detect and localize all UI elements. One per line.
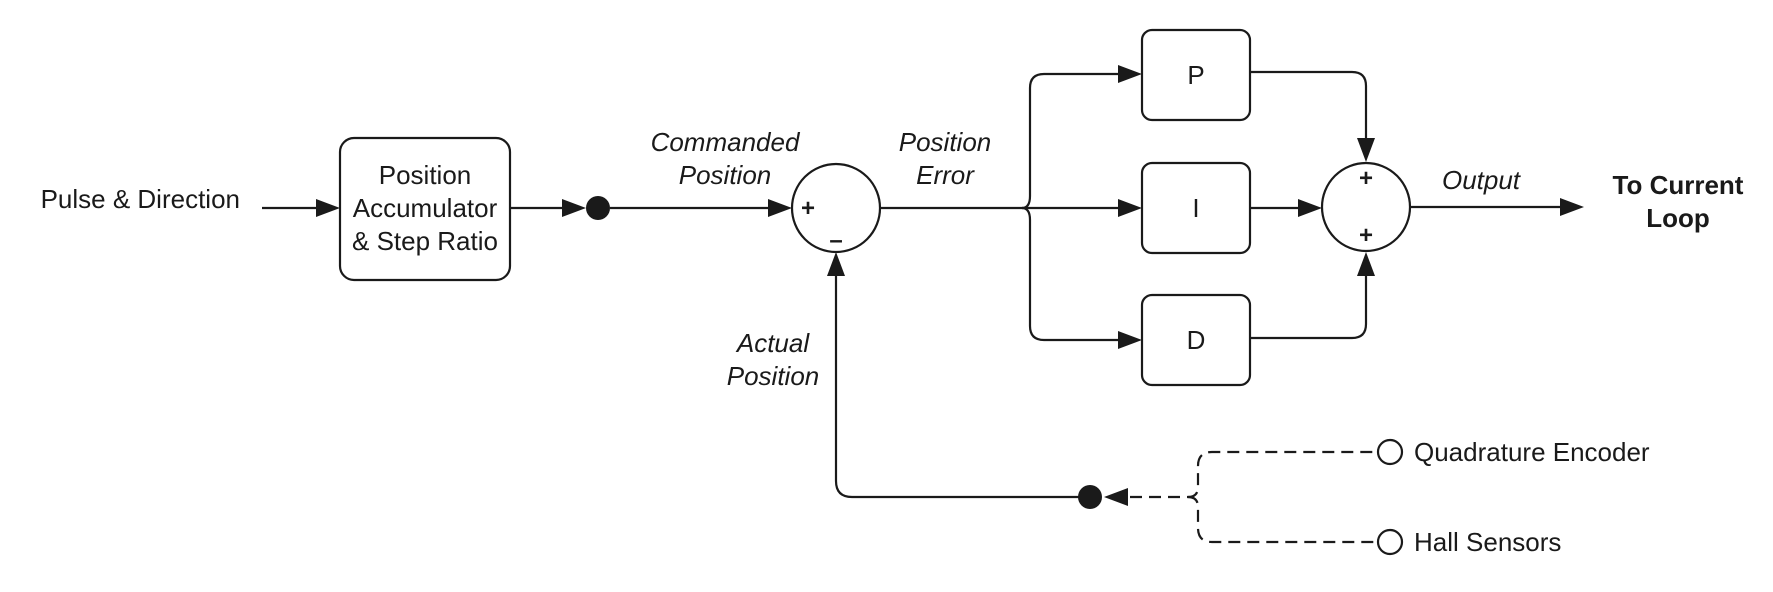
summing-junction-error: + – xyxy=(790,162,882,254)
commanded-position-label-1: Commanded xyxy=(651,127,801,157)
error-to-d-wire xyxy=(1021,206,1120,342)
position-error-label-2: Error xyxy=(916,160,975,190)
arrow-head xyxy=(1118,65,1142,83)
feedback-source-dashed-wire xyxy=(1187,495,1378,544)
feedback-source-dashed-wire xyxy=(1130,450,1378,499)
destination-label-2: Loop xyxy=(1646,203,1710,233)
output-label: Output xyxy=(1442,165,1522,195)
arrow-head xyxy=(1118,199,1142,217)
arrow-head xyxy=(1118,331,1142,349)
minus-sign: – xyxy=(829,227,842,254)
actual-position-label-1: Actual xyxy=(735,328,810,358)
feedback-wire xyxy=(834,274,1090,499)
summing-junction-output: + + xyxy=(1320,161,1412,253)
d-block: D xyxy=(1140,293,1252,387)
arrow-head xyxy=(1357,138,1375,162)
plus-sign-bottom: + xyxy=(1359,222,1373,249)
p-block: P xyxy=(1140,28,1252,122)
plus-sign-top: + xyxy=(1359,165,1373,192)
arrow-head xyxy=(768,199,792,217)
encoder-terminal xyxy=(1376,438,1404,466)
d-label: D xyxy=(1187,325,1206,355)
accumulator-line-3: & Step Ratio xyxy=(352,226,498,256)
d-out-wire xyxy=(1250,274,1368,340)
destination-label-1: To Current xyxy=(1613,170,1744,200)
accumulator-line-2: Accumulator xyxy=(353,193,498,223)
quadrature-encoder-label: Quadrature Encoder xyxy=(1414,437,1650,467)
plus-sign: + xyxy=(801,195,815,222)
i-block: I xyxy=(1140,161,1252,255)
p-label: P xyxy=(1187,60,1204,90)
hall-terminal xyxy=(1376,528,1404,556)
arrow-head xyxy=(827,252,845,276)
arrow-head xyxy=(316,199,340,217)
arrow-head xyxy=(1357,252,1375,276)
p-out-wire xyxy=(1250,70,1368,140)
arrow-head xyxy=(1104,488,1128,506)
i-label: I xyxy=(1192,193,1199,223)
commanded-position-label-2: Position xyxy=(679,160,772,190)
position-accumulator-block: Position Accumulator & Step Ratio xyxy=(338,136,512,282)
actual-position-label-2: Position xyxy=(727,361,820,391)
feedback-node xyxy=(1078,485,1102,509)
input-label: Pulse & Direction xyxy=(41,184,240,214)
position-error-label-1: Position xyxy=(899,127,992,157)
error-to-p-wire xyxy=(1021,72,1120,210)
arrow-head xyxy=(1298,199,1322,217)
accumulator-line-1: Position xyxy=(379,160,472,190)
arrow-head xyxy=(562,199,586,217)
arrow-head xyxy=(1560,198,1584,216)
hall-sensors-label: Hall Sensors xyxy=(1414,527,1561,557)
commanded-position-node xyxy=(586,196,610,220)
